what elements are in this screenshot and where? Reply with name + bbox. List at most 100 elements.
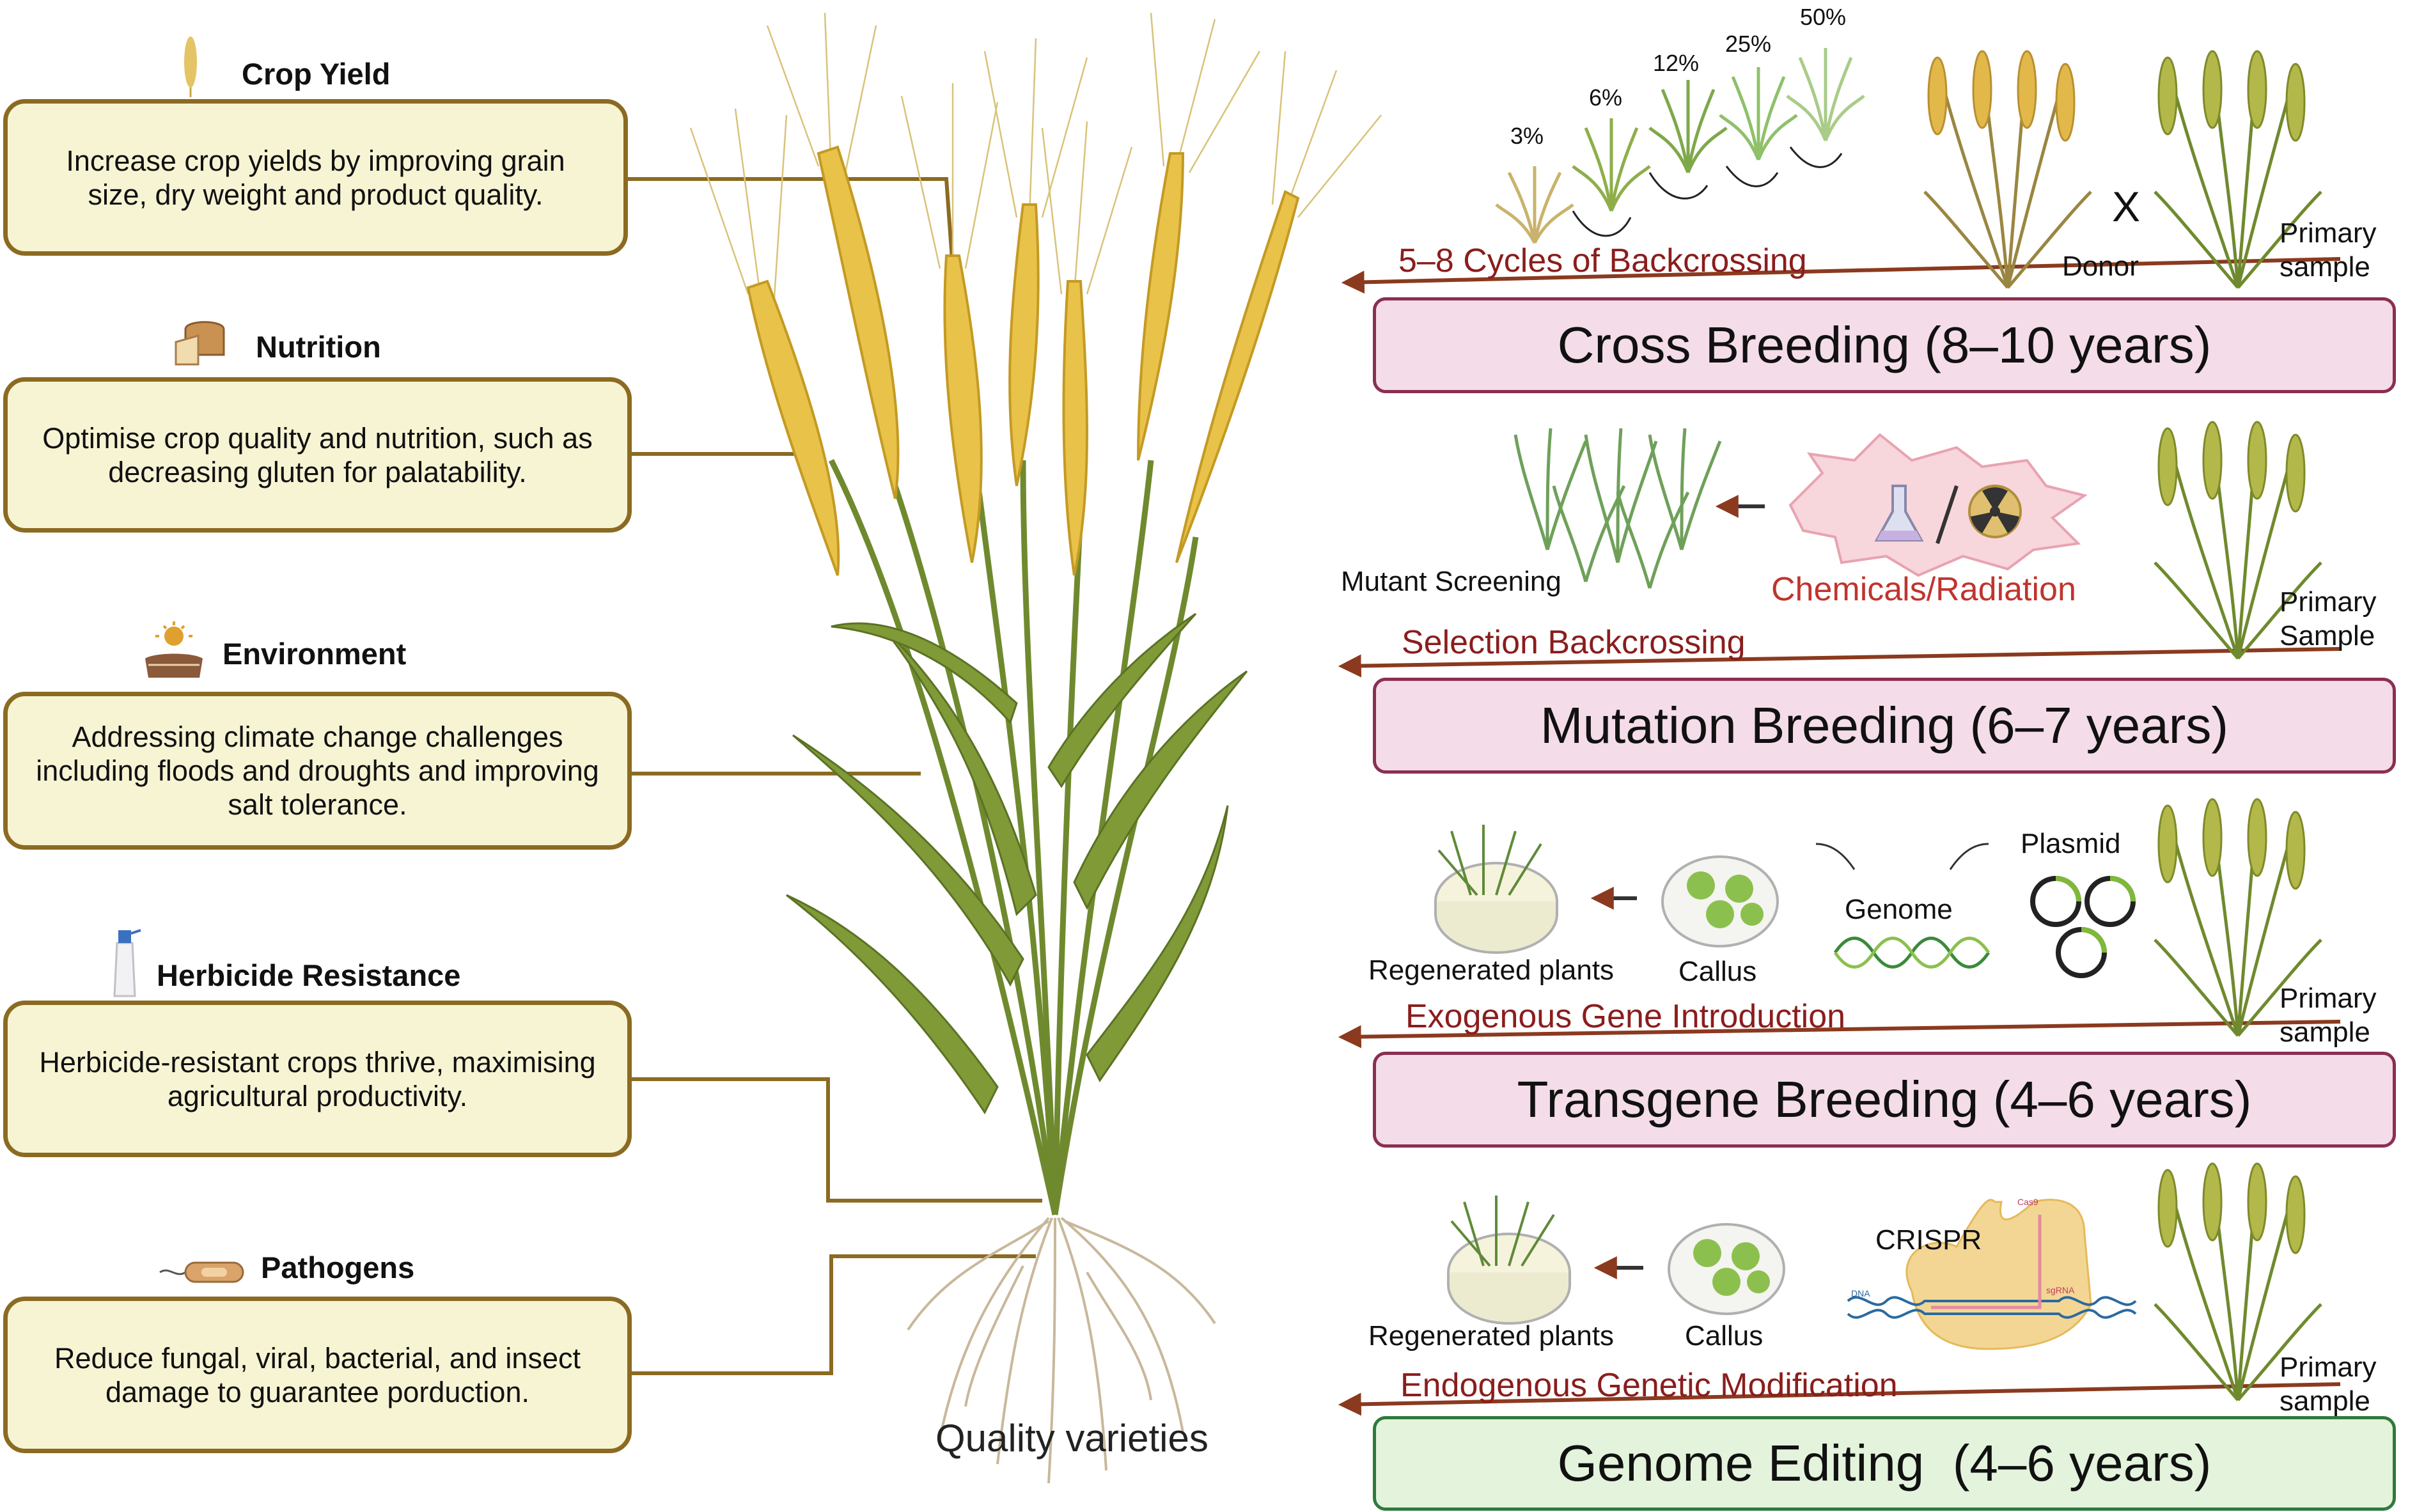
backcross-pct-6: 6% bbox=[1589, 84, 1623, 111]
mutagen-burst bbox=[1788, 433, 2088, 577]
sun-soil-icon bbox=[142, 620, 206, 684]
plasmid-icons bbox=[2030, 876, 2136, 978]
slash-divider bbox=[1936, 485, 1959, 544]
goal-title-environment: Environment bbox=[223, 637, 407, 671]
arrow-mutation bbox=[1338, 647, 2341, 678]
goal-box-crop-yield: Increase crop yields by improving grain … bbox=[3, 99, 628, 256]
step-label-cross: 5–8 Cycles of Backcrossing bbox=[1398, 242, 1807, 279]
backcross-plant-50pct bbox=[1786, 48, 1865, 141]
wheat-ear-icon bbox=[178, 27, 203, 97]
backcross-plants bbox=[1495, 48, 1865, 244]
wheat-ear bbox=[943, 254, 983, 563]
cas9-label: Cas9 bbox=[2017, 1197, 2038, 1207]
method-box-cross-breeding: Cross Breeding (8–10 years) bbox=[1373, 297, 2396, 393]
wheat-ear bbox=[1062, 280, 1088, 576]
wheat-ear bbox=[1008, 203, 1040, 487]
donor-wheat-bunch bbox=[1923, 50, 2092, 289]
primary-wheat-bunch-cross bbox=[2154, 50, 2322, 289]
wheat-ear bbox=[1137, 152, 1185, 461]
wheat-plant-illustration bbox=[689, 12, 1382, 1484]
connector-crop-yield bbox=[628, 177, 955, 269]
backcross-pct-50: 50% bbox=[1800, 4, 1847, 30]
method-box-mutation-breeding: Mutation Breeding (6–7 years) bbox=[1373, 678, 2396, 774]
bread-icon bbox=[173, 316, 237, 368]
connector-pathogens bbox=[632, 1254, 1036, 1375]
arrow-cross bbox=[1341, 257, 2341, 294]
primary-label-transgene: Primary sample bbox=[2280, 983, 2377, 1048]
plant-ears bbox=[746, 145, 1300, 576]
wheat-ear bbox=[746, 279, 840, 576]
goal-title-pathogens: Pathogens bbox=[261, 1251, 415, 1284]
primary-label-cross: Primary sample bbox=[2280, 217, 2377, 283]
goal-box-herbicide: Herbicide-resistant crops thrive, maximi… bbox=[3, 1001, 632, 1157]
goal-title-crop-yield: Crop Yield bbox=[242, 57, 391, 91]
method-title-transgene-breeding: Transgene Breeding (4–6 years) bbox=[1517, 1071, 2252, 1128]
flask-icon bbox=[1874, 485, 1924, 542]
plant-leaves bbox=[786, 612, 1248, 1114]
primary-label-editing: Primary sample bbox=[2280, 1352, 2377, 1417]
backcross-pct-25: 25% bbox=[1725, 31, 1772, 57]
primary-wheat-bunch-transgene bbox=[2154, 798, 2322, 1037]
regenerated-plate-editing bbox=[1447, 1196, 1571, 1325]
dna-label: DNA bbox=[1851, 1288, 1870, 1298]
goal-text-environment: Addressing climate change challenges inc… bbox=[36, 721, 599, 821]
bacterium-icon bbox=[157, 1256, 246, 1288]
backcross-plant-12pct bbox=[1648, 80, 1728, 173]
arrow-transgene bbox=[1338, 1020, 2341, 1048]
plant-roots bbox=[907, 1217, 1216, 1484]
regenerated-plants-label-transgene: Regenerated plants bbox=[1368, 955, 1615, 986]
method-arrows bbox=[1338, 257, 2341, 1416]
crispr-cas9-icon bbox=[1847, 1199, 2137, 1350]
goal-box-nutrition: Optimise crop quality and nutrition, suc… bbox=[3, 377, 632, 533]
arrow-editing bbox=[1338, 1382, 2341, 1416]
method-title-mutation-breeding: Mutation Breeding (6–7 years) bbox=[1540, 697, 2229, 754]
genome-curved-arrows bbox=[1815, 843, 1989, 870]
backcross-plant-25pct bbox=[1719, 67, 1798, 160]
primary-wheat-bunch-mutation bbox=[2154, 421, 2322, 660]
regenerated-plants-label-editing: Regenerated plants bbox=[1368, 1320, 1615, 1352]
connector-herbicide bbox=[632, 1077, 1042, 1203]
goal-title-herbicide: Herbicide Resistance bbox=[157, 958, 461, 992]
wheat-ear bbox=[1175, 190, 1300, 563]
backcross-plant-6pct bbox=[1572, 118, 1651, 212]
goal-text-herbicide: Herbicide-resistant crops thrive, maximi… bbox=[39, 1045, 596, 1112]
method-box-transgene-breeding: Transgene Breeding (4–6 years) bbox=[1373, 1052, 2396, 1148]
mutant-screening-label: Mutant Screening bbox=[1341, 566, 1561, 597]
wheat-ear bbox=[817, 145, 900, 499]
mutant-screening-plants bbox=[1514, 428, 1722, 589]
cross-symbol: X bbox=[2112, 183, 2141, 230]
goal-text-pathogens: Reduce fungal, viral, bacterial, and ins… bbox=[54, 1341, 581, 1408]
goal-text-nutrition: Optimise crop quality and nutrition, suc… bbox=[42, 421, 593, 488]
callus-label-transgene: Callus bbox=[1678, 956, 1757, 987]
backcross-pct-12: 12% bbox=[1653, 50, 1700, 76]
radiation-icon bbox=[1968, 485, 2022, 538]
primary-wheat-bunch-editing bbox=[2154, 1162, 2322, 1401]
callus-plate-editing bbox=[1668, 1223, 1785, 1315]
callus-label-editing: Callus bbox=[1685, 1320, 1764, 1352]
goal-box-environment: Addressing climate change challenges inc… bbox=[3, 692, 632, 850]
plant-awns bbox=[689, 12, 1382, 308]
plasmid-label: Plasmid bbox=[2021, 828, 2121, 859]
spray-bottle-icon bbox=[106, 921, 144, 997]
regenerated-plate-transgene bbox=[1434, 825, 1558, 954]
backcross-plant-3pct bbox=[1495, 166, 1574, 244]
method-title-genome-editing: Genome Editing (4–6 years) bbox=[1557, 1435, 2212, 1492]
callus-plate-transgene bbox=[1661, 855, 1779, 947]
backcross-pct-3: 3% bbox=[1510, 123, 1544, 149]
sgrna-label: sgRNA bbox=[2046, 1285, 2075, 1295]
goal-box-pathogens: Reduce fungal, viral, bacterial, and ins… bbox=[3, 1297, 632, 1453]
method-box-genome-editing: Genome Editing (4–6 years) bbox=[1373, 1416, 2396, 1511]
backcross-curved-arrows bbox=[1572, 146, 1843, 237]
plant-stems bbox=[828, 458, 1199, 1215]
genome-dna-icon bbox=[1833, 937, 1991, 969]
step-label-editing: Endogenous Genetic Modification bbox=[1400, 1367, 1898, 1404]
crispr-label: CRISPR bbox=[1875, 1224, 1982, 1256]
method-title-cross-breeding: Cross Breeding (8–10 years) bbox=[1557, 316, 2212, 373]
genome-label: Genome bbox=[1845, 894, 1953, 925]
goal-title-nutrition: Nutrition bbox=[256, 330, 381, 364]
goal-connectors bbox=[628, 177, 1042, 1375]
chemicals-radiation-label: Chemicals/Radiation bbox=[1771, 571, 2076, 608]
primary-label-mutation: Primary Sample bbox=[2280, 586, 2377, 651]
